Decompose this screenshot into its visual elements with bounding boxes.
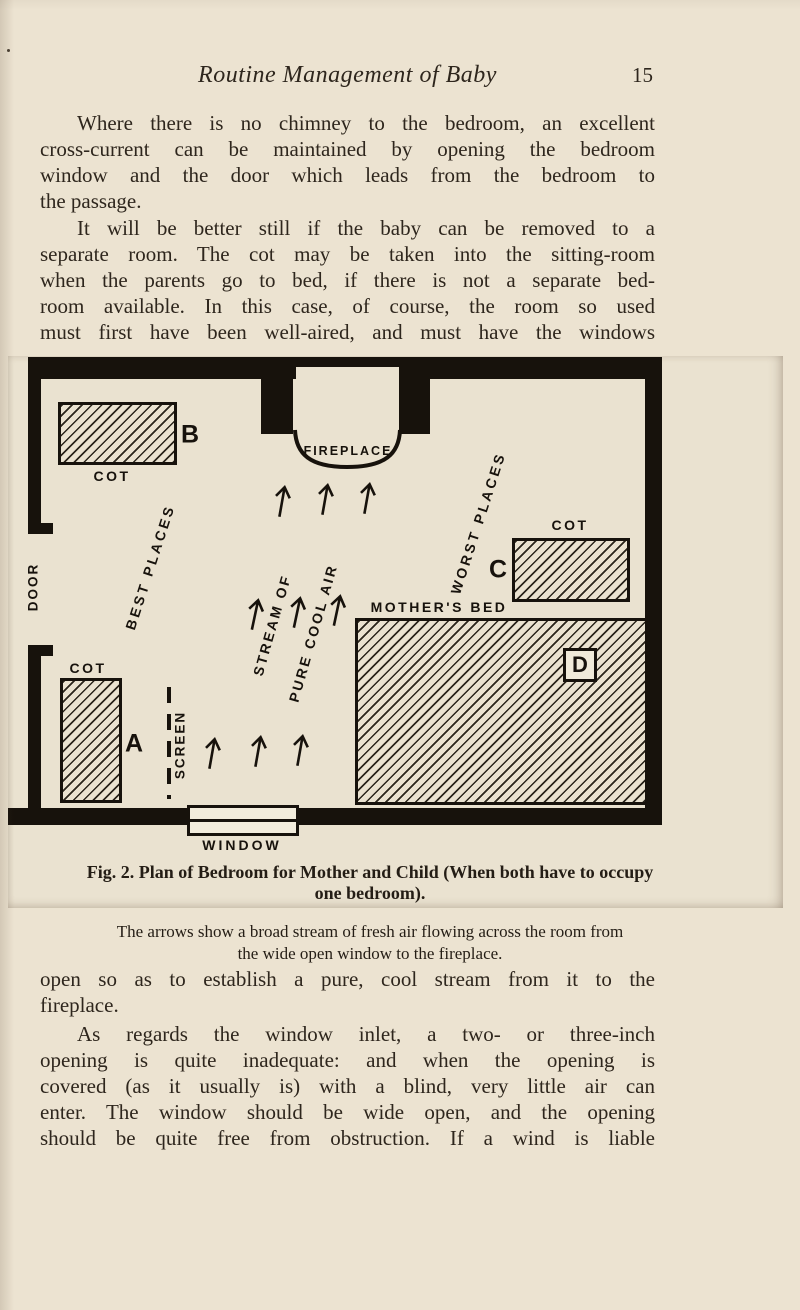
cot-a-label: COT [69,660,107,676]
fireplace-recess [296,367,399,379]
caption-line: one bedroom). [314,883,426,903]
running-title: Routine Management of Baby [198,62,497,88]
cot-c [512,538,630,602]
airflow-arrow [247,734,269,770]
cot-c-label: COT [551,517,589,533]
cot-b [58,402,177,465]
screen-dashed-line [167,687,171,799]
figure-caption: Fig. 2. Plan of Bedroom for Mother and C… [40,862,700,904]
text-line: should be quite free from obstruction. I… [40,1126,655,1150]
paragraph-1: Where there is no chimney to the bedroom… [40,110,655,214]
airflow-arrow [271,484,293,520]
text-line: open so as to establish a pure, cool str… [40,967,655,991]
text-line: cross-current can be maintained by openi… [40,137,655,161]
wall-bottom [8,808,662,825]
mothers-bed-label: MOTHER'S BED [370,599,508,615]
door-jamb-top [28,523,53,534]
caption-note-line: the wide open window to the fireplace. [237,944,503,963]
paragraph-2: It will be better still if the baby can … [40,215,655,345]
airflow-arrow [201,736,223,772]
airflow-arrow [356,481,378,517]
caption-note-line: The arrows show a broad stream of fresh … [116,922,624,941]
mothers-bed [355,618,648,805]
cot-b-label: COT [93,468,131,484]
paper-speck [7,49,10,52]
text-line: enter. The window should be wide open, a… [40,1100,655,1124]
page-number: 15 [632,63,653,87]
text-line: room available. In this case, of course,… [40,294,655,318]
text-line: As regards the window inlet, a two- or t… [77,1022,655,1046]
bed-letter-d: D [572,652,588,677]
chimney-breast-right [399,379,430,434]
text-line: covered (as it usually is) with a blind,… [40,1074,655,1098]
caption-line: Fig. 2. Plan of Bedroom for Mother and C… [86,862,654,882]
paragraph-3: open so as to establish a pure, cool str… [40,966,655,1018]
text-line: opening is quite inadequate: and when th… [40,1048,655,1072]
figure-2-bedroom-plan: FIREPLACE D B COT COT C MOTHER'S BED COT… [8,356,783,908]
text-line: fireplace. [40,993,119,1017]
screen-label: SCREEN [172,710,188,780]
bed-letter-box: D [563,648,597,682]
fireplace-curve [293,429,402,470]
text-line: the passage. [40,189,142,213]
window-sash-line [187,819,299,822]
wall-left-lower [28,647,41,808]
text-line: Where there is no chimney to the bedroom… [77,111,655,135]
wall-left-upper [28,357,41,528]
window-label: WINDOW [202,837,282,853]
page-header: Routine Management of Baby 15 [40,62,655,92]
airflow-arrow [314,482,336,518]
cot-letter-a: A [124,729,144,758]
paragraph-4: As regards the window inlet, a two- or t… [40,1021,655,1151]
wall-right [645,357,662,825]
airflow-arrow [286,595,308,631]
airflow-arrow [289,733,311,769]
text-line: separate room. The cot may be taken into… [40,242,655,266]
door-label: DOOR [25,562,41,612]
cot-a [60,678,122,803]
cot-letter-c: C [488,555,508,584]
airflow-arrow [244,597,266,633]
airflow-arrow [326,593,348,629]
text-line: window and the door which leads from the… [40,163,655,187]
chimney-breast-left [261,379,293,434]
text-line: must first have been well-aired, and mus… [40,320,655,344]
cot-letter-b: B [180,420,200,449]
text-line: when the parents go to bed, if there is … [40,268,655,292]
figure-caption-note: The arrows show a broad stream of fresh … [40,921,700,965]
text-line: It will be better still if the baby can … [77,216,655,240]
fireplace-label: FIREPLACE [303,444,393,458]
